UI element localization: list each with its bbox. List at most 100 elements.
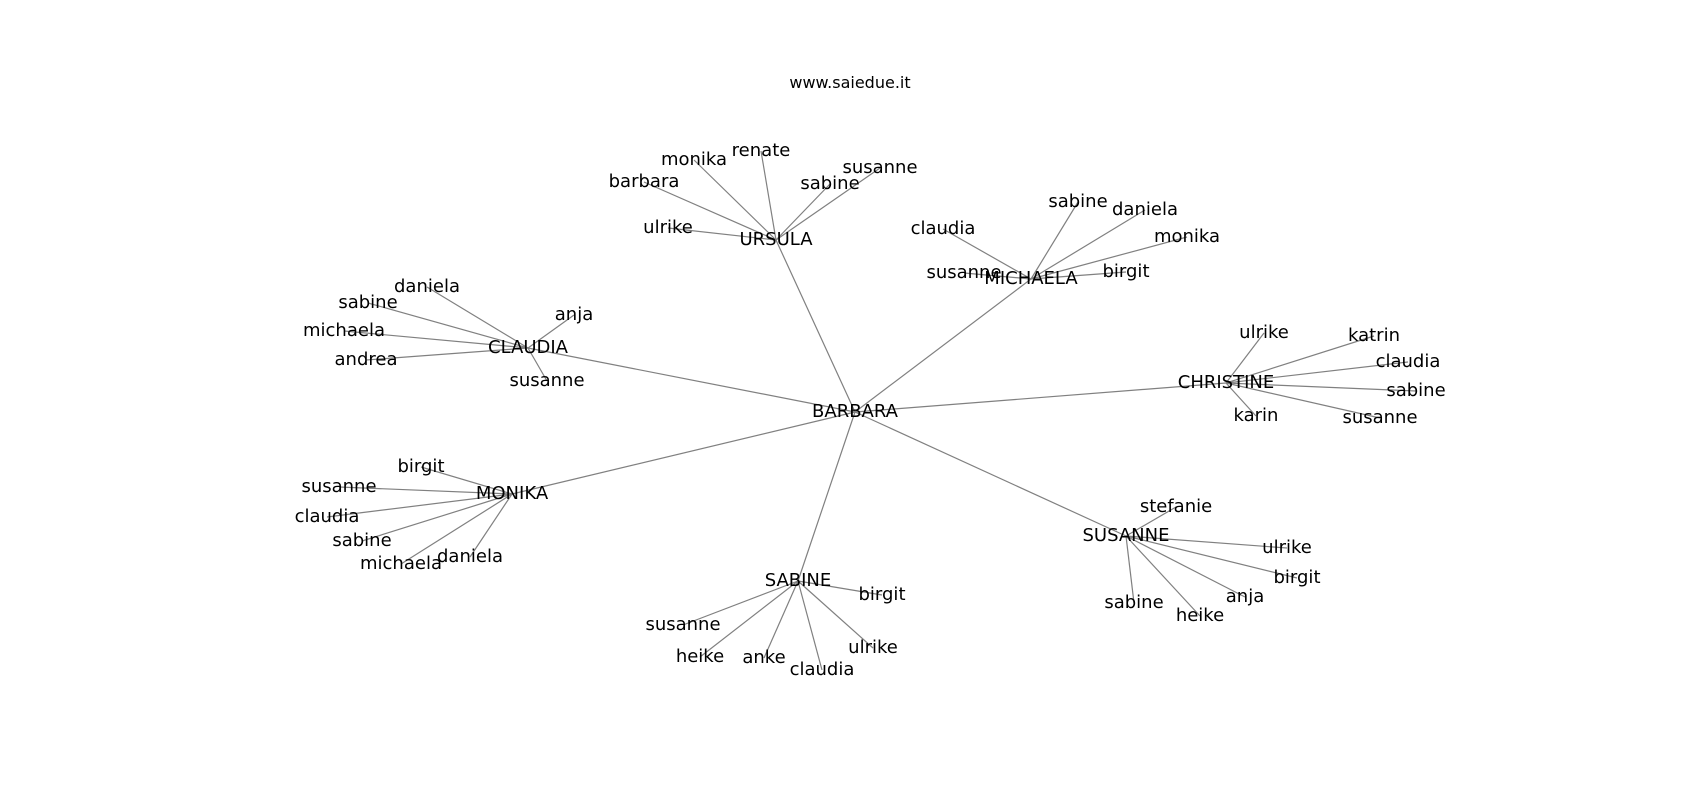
edge-claudia-anja <box>527 314 575 349</box>
leaf-node-label: susanne <box>1342 407 1417 428</box>
edge-monika-daniela <box>469 493 513 558</box>
edge-sabine-susanne <box>682 580 799 626</box>
group-node-label: SUSANNE <box>1083 525 1170 546</box>
leaf-node-label: michaela <box>360 553 442 574</box>
edge-michaela-birgit <box>1030 271 1127 280</box>
edge-root-sabine <box>797 411 856 582</box>
leaf-node-label: sabine <box>800 173 859 194</box>
root-node-label: BARBARA <box>812 401 899 422</box>
edge-susanne-sabine <box>1125 535 1135 604</box>
leaf-node-label: sabine <box>338 292 397 313</box>
group-node-label: URSULA <box>739 229 813 250</box>
edge-ursula-susanne <box>775 167 881 241</box>
edge-christine-susanne <box>1225 382 1381 419</box>
edge-sabine-claudia <box>797 580 823 671</box>
edge-root-christine <box>854 382 1227 413</box>
edge-root-ursula <box>775 239 856 413</box>
edge-ursula-sabine <box>775 183 831 241</box>
edges <box>326 150 1417 671</box>
leaf-node-label: renate <box>732 140 791 161</box>
edge-michaela-susanne <box>963 272 1032 280</box>
leaf-node-label: anja <box>555 304 593 325</box>
leaf-node-label: susanne <box>645 614 720 635</box>
group-node-label: CLAUDIA <box>488 337 569 358</box>
leaf-node-label: susanne <box>509 370 584 391</box>
leaf-node-label: claudia <box>1376 351 1441 372</box>
edge-root-susanne <box>854 411 1127 537</box>
leaf-node-label: daniela <box>437 546 503 567</box>
leaf-node-label: birgit <box>1274 567 1321 588</box>
leaf-node-label: birgit <box>398 456 445 477</box>
leaf-node-label: ulrike <box>643 217 693 238</box>
edge-sabine-birgit <box>797 580 883 596</box>
leaf-node-label: birgit <box>1103 261 1150 282</box>
edge-susanne-birgit <box>1125 535 1298 579</box>
leaf-node-label: daniela <box>394 276 460 297</box>
edge-susanne-stefanie <box>1125 506 1177 537</box>
edge-christine-claudia <box>1225 361 1409 384</box>
leaf-node-label: susanne <box>926 262 1001 283</box>
leaf-node-label: ulrike <box>1239 322 1289 343</box>
leaf-node-label: katrin <box>1348 325 1400 346</box>
diagram-title: www.saiedue.it <box>789 73 910 92</box>
edge-claudia-sabine <box>367 302 529 349</box>
leaf-node-label: claudia <box>790 659 855 680</box>
leaf-node-label: anja <box>1226 586 1264 607</box>
edge-christine-ulrike <box>1225 332 1265 384</box>
group-node-label: CHRISTINE <box>1178 372 1275 393</box>
edge-michaela-monika <box>1030 236 1188 280</box>
leaf-node-label: susanne <box>842 157 917 178</box>
edge-root-monika <box>511 411 856 495</box>
edge-susanne-ulrike <box>1125 535 1288 549</box>
edge-christine-sabine <box>1225 382 1417 392</box>
edge-susanne-anja <box>1125 535 1246 598</box>
leaf-node-label: michaela <box>303 320 385 341</box>
edge-claudia-susanne <box>527 347 548 382</box>
edge-ursula-renate <box>760 150 777 241</box>
group-node-label: MICHAELA <box>984 268 1078 289</box>
leaf-node-label: barbara <box>609 171 680 192</box>
leaf-node-label: karin <box>1234 405 1279 426</box>
group-node-label: SABINE <box>765 570 832 591</box>
edge-christine-karin <box>1225 382 1257 417</box>
edge-root-michaela <box>854 278 1032 413</box>
edge-sabine-heike <box>699 580 799 658</box>
edge-sabine-ulrike <box>797 580 874 649</box>
edge-ursula-monika <box>693 159 777 241</box>
leaf-node-label: claudia <box>911 218 976 239</box>
edge-monika-sabine <box>361 493 513 542</box>
edge-michaela-sabine <box>1030 201 1079 280</box>
edge-monika-michaela <box>400 493 513 565</box>
edge-claudia-michaela <box>343 330 529 349</box>
edge-root-claudia <box>527 347 856 413</box>
edge-claudia-daniela <box>426 286 529 349</box>
edge-monika-birgit <box>420 466 513 495</box>
leaf-node-label: birgit <box>859 584 906 605</box>
leaf-node-label: ulrike <box>848 637 898 658</box>
leaf-node-label: heike <box>1176 605 1224 626</box>
leaf-node-label: monika <box>1154 226 1220 247</box>
leaf-node-label: sabine <box>1386 380 1445 401</box>
leaf-node-label: susanne <box>301 476 376 497</box>
edge-ursula-ulrike <box>667 227 777 241</box>
leaf-node-label: sabine <box>1048 191 1107 212</box>
edge-michaela-claudia <box>942 228 1032 280</box>
edge-ursula-barbara <box>643 181 777 241</box>
group-node-label: MONIKA <box>476 483 549 504</box>
leaf-node-label: sabine <box>332 530 391 551</box>
edge-claudia-andrea <box>365 347 529 361</box>
edge-sabine-anke <box>763 580 799 659</box>
edge-christine-katrin <box>1225 335 1375 384</box>
edge-monika-claudia <box>326 493 513 518</box>
leaf-node-label: claudia <box>295 506 360 527</box>
leaf-node-label: heike <box>676 646 724 667</box>
leaf-node-label: stefanie <box>1140 496 1212 517</box>
edge-michaela-daniela <box>1030 209 1146 280</box>
leaf-node-label: anke <box>742 647 785 668</box>
leaf-node-label: ulrike <box>1262 537 1312 558</box>
leaf-node-label: monika <box>661 149 727 170</box>
leaf-node-label: daniela <box>1112 199 1178 220</box>
leaf-node-label: sabine <box>1104 592 1163 613</box>
